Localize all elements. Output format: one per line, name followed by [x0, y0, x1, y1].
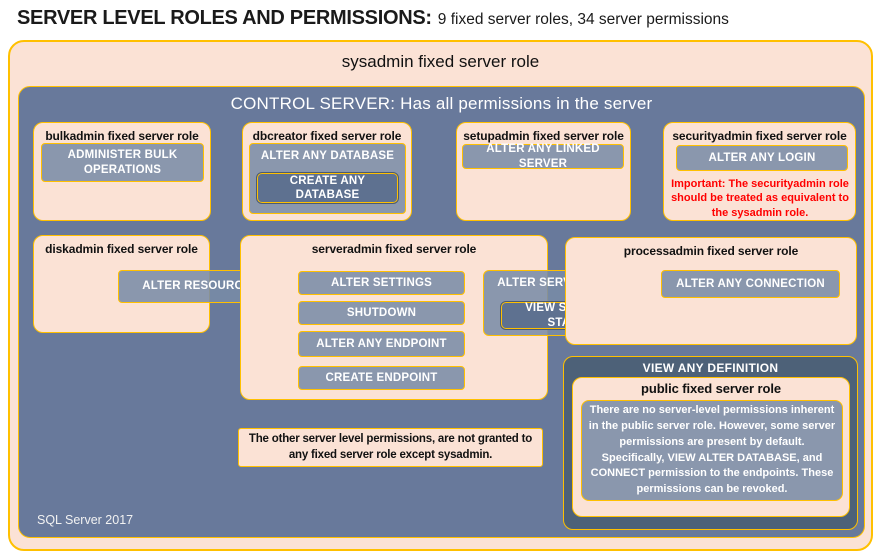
permission-create-any-database: CREATE ANY DATABASE	[256, 172, 399, 204]
securityadmin-role-title: securityadmin fixed server role	[672, 129, 847, 143]
sql-server-version-label: SQL Server 2017	[37, 513, 134, 527]
permission-create-endpoint: CREATE ENDPOINT	[298, 366, 465, 390]
permission-alter-any-login: ALTER ANY LOGIN	[676, 145, 848, 171]
page-title-subtitle: 9 fixed server roles, 34 server permissi…	[437, 11, 729, 28]
permission-alter-any-endpoint: ALTER ANY ENDPOINT	[298, 331, 465, 357]
permission-alter-any-connection: ALTER ANY CONNECTION	[661, 270, 840, 298]
sysadmin-role-label: sysadmin fixed server role	[341, 52, 540, 71]
setupadmin-role-box: setupadmin fixed server role	[456, 122, 631, 221]
permission-shutdown: SHUTDOWN	[298, 301, 465, 325]
page-title-main: SERVER LEVEL ROLES AND PERMISSIONS:	[17, 7, 432, 29]
other-permissions-note: The other server level permissions, are …	[238, 428, 543, 467]
permission-view-any-definition: VIEW ANY DEFINITION	[642, 361, 779, 375]
bulkadmin-role-title: bulkadmin fixed server role	[45, 129, 199, 143]
permission-alter-any-linked-server: ALTER ANY LINKED SERVER	[462, 143, 624, 170]
diskadmin-role-title: diskadmin fixed server role	[45, 242, 198, 256]
permission-administer-bulk-operations: ADMINISTER BULK OPERATIONS	[41, 143, 204, 182]
serveradmin-role-title: serveradmin fixed server role	[311, 242, 477, 256]
public-role-description: There are no server-level permissions in…	[581, 400, 843, 501]
public-role-title: public fixed server role	[641, 381, 781, 396]
diskadmin-role-box: diskadmin fixed server role	[33, 235, 210, 333]
processadmin-role-title: processadmin fixed server role	[623, 244, 799, 258]
permission-alter-settings: ALTER SETTINGS	[298, 271, 465, 295]
setupadmin-role-title: setupadmin fixed server role	[463, 129, 624, 143]
page-title: SERVER LEVEL ROLES AND PERMISSIONS: 9 fix…	[17, 7, 729, 30]
securityadmin-role-box: securityadmin fixed server role	[663, 122, 856, 221]
control-server-label: CONTROL SERVER: Has all permissions in t…	[230, 94, 653, 113]
dbcreator-role-title: dbcreator fixed server role	[252, 129, 402, 143]
securityadmin-warning-note: Important: The securityadmin role should…	[671, 178, 849, 219]
